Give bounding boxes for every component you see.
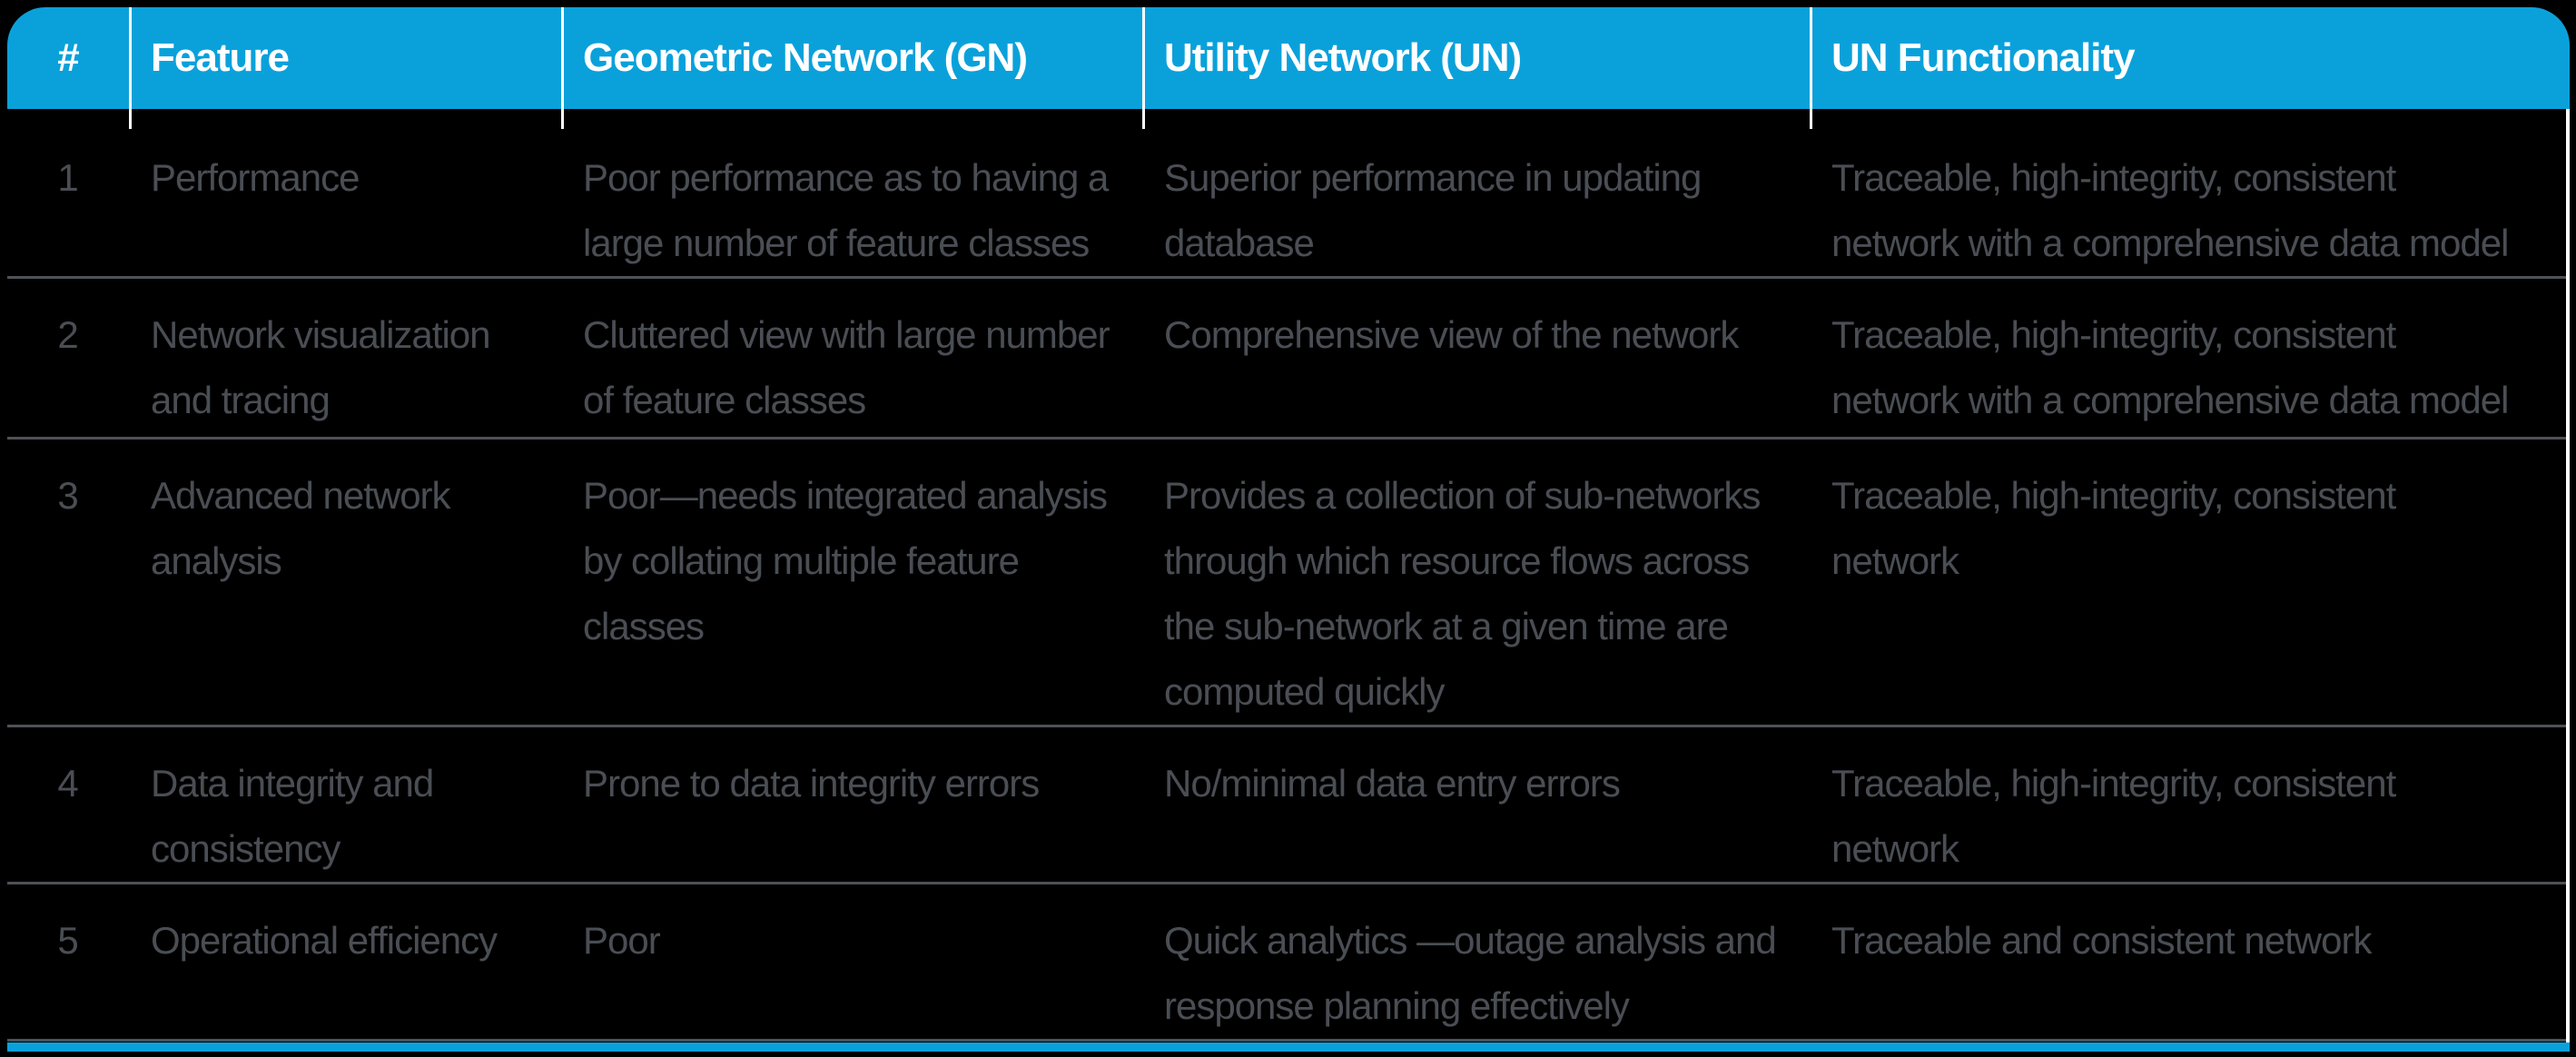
cell-number: 1 (7, 109, 129, 276)
table-header: # Feature Geometric Network (GN) Utility… (7, 7, 2570, 109)
table-row: 4 Data integrity and consistency Prone t… (7, 725, 2570, 882)
cell-number: 3 (7, 437, 129, 725)
cell-feature: Advanced network analysis (129, 437, 561, 725)
cell-feature: Data integrity and consistency (129, 725, 561, 882)
header-column-divider (561, 7, 564, 129)
header-row: # Feature Geometric Network (GN) Utility… (7, 7, 2570, 109)
cell-geometric-network: Prone to data integrity errors (561, 725, 1142, 882)
cell-un-functionality: Traceable, high-integrity, consistent ne… (1810, 437, 2570, 725)
header-column-divider (1142, 7, 1145, 129)
cell-geometric-network: Poor performance as to having a large nu… (561, 109, 1142, 276)
cell-un-functionality: Traceable, high-integrity, consistent ne… (1810, 725, 2570, 882)
table-row: 2 Network visualization and tracing Clut… (7, 276, 2570, 437)
header-column-divider (1810, 7, 1812, 129)
cell-number: 2 (7, 276, 129, 437)
table-body: 1 Performance Poor performance as to hav… (7, 109, 2570, 1057)
cell-utility-network: Quick analytics —outage analysis and res… (1142, 882, 1810, 1039)
cell-number: 4 (7, 725, 129, 882)
comparison-table: # Feature Geometric Network (GN) Utility… (7, 7, 2570, 1057)
cell-geometric-network: Poor—needs integrated analysis by collat… (561, 437, 1142, 725)
header-cell-feature: Feature (129, 7, 561, 109)
cell-utility-network: Superior performance in updating databas… (1142, 109, 1810, 276)
cell-utility-network: Provides a collection of sub-networks th… (1142, 437, 1810, 725)
table-row: 5 Operational efficiency Poor Quick anal… (7, 882, 2570, 1039)
table-row: 1 Performance Poor performance as to hav… (7, 109, 2570, 276)
cell-un-functionality: Traceable, high-integrity, consistent ne… (1810, 276, 2570, 437)
header-column-divider (129, 7, 132, 129)
cell-feature: Network visualization and tracing (129, 276, 561, 437)
cell-utility-network: Comprehensive view of the network (1142, 276, 1810, 437)
cell-feature: Performance (129, 109, 561, 276)
cell-geometric-network: Poor (561, 882, 1142, 1039)
table-bottom-accent-bar (7, 1042, 2570, 1052)
cell-utility-network: No/minimal data entry errors (1142, 725, 1810, 882)
gn-vs-un-table: # Feature Geometric Network (GN) Utility… (7, 7, 2570, 1057)
header-cell-utility-network: Utility Network (UN) (1142, 7, 1810, 109)
cell-un-functionality: Traceable, high-integrity, consistent ne… (1810, 109, 2570, 276)
header-cell-number: # (7, 7, 129, 109)
cell-un-functionality: Traceable and consistent network (1810, 882, 2570, 1039)
cell-feature: Operational efficiency (129, 882, 561, 1039)
cell-geometric-network: Cluttered view with large number of feat… (561, 276, 1142, 437)
cell-number: 5 (7, 882, 129, 1039)
table-right-edge-line (2566, 109, 2570, 1042)
table-row: 3 Advanced network analysis Poor—needs i… (7, 437, 2570, 725)
header-cell-un-functionality: UN Functionality (1810, 7, 2570, 109)
header-cell-geometric-network: Geometric Network (GN) (561, 7, 1142, 109)
